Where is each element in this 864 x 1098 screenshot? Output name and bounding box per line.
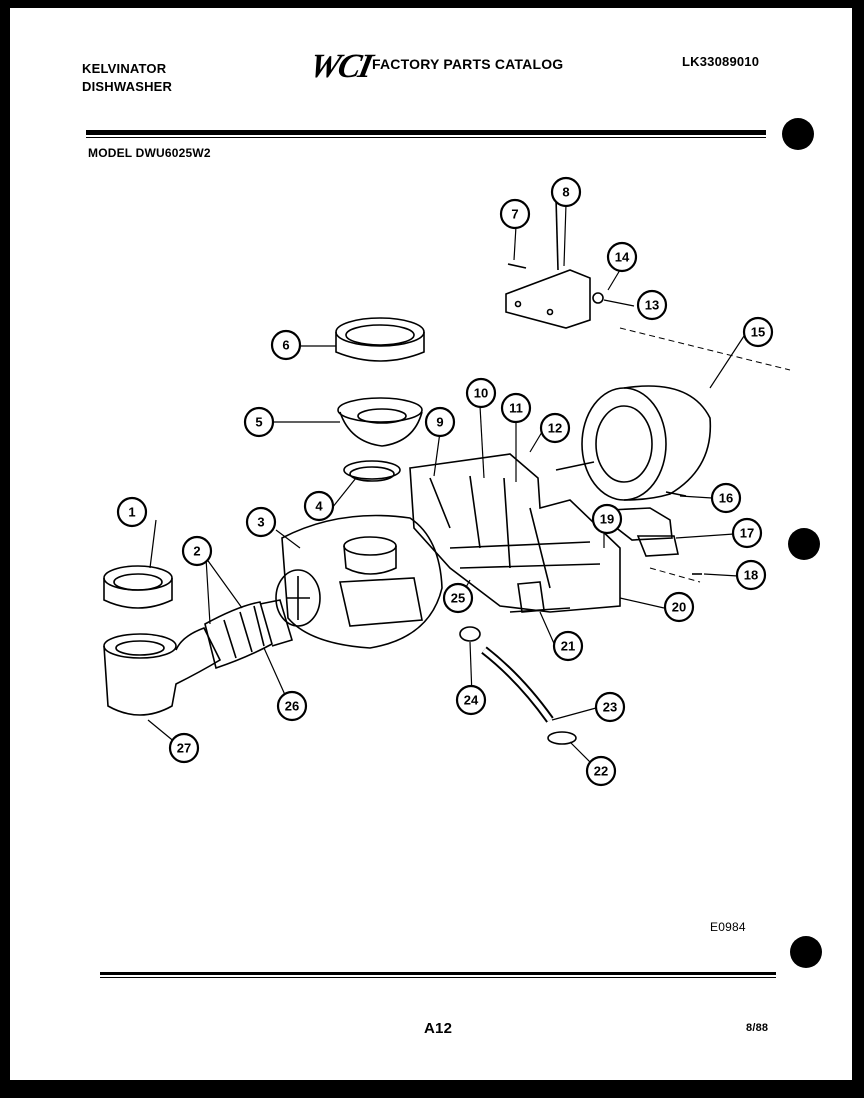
catalog-page: KELVINATOR DISHWASHER WCI FACTORY PARTS …	[10, 8, 852, 1080]
callout-9-label: 9	[436, 415, 443, 430]
callout-15: 15	[742, 316, 774, 348]
footer-rule-thin	[100, 977, 776, 978]
callout-8-label: 8	[562, 185, 569, 200]
callout-17: 17	[731, 517, 763, 549]
callout-4: 4	[303, 490, 335, 522]
callout-27-label: 27	[177, 741, 191, 756]
callout-18-label: 18	[744, 568, 758, 583]
callout-14: 14	[606, 241, 638, 273]
binder-hole-top	[782, 118, 814, 150]
callout-22-label: 22	[594, 764, 608, 779]
product-type: DISHWASHER	[82, 79, 173, 94]
callout-6-label: 6	[282, 338, 289, 353]
callout-25: 25	[442, 582, 474, 614]
guide-lines	[619, 327, 791, 583]
drawing-code: E0984	[710, 920, 746, 934]
binder-hole-bottom	[790, 936, 822, 968]
print-date: 8/88	[746, 1022, 769, 1034]
callout-19-label: 19	[600, 512, 614, 527]
header-rule-thin	[86, 137, 766, 138]
callout-14-label: 14	[615, 250, 630, 265]
callout-10: 10	[465, 377, 497, 409]
callout-16-label: 16	[719, 491, 733, 506]
callout-21-label: 21	[561, 639, 575, 654]
callout-11: 11	[500, 392, 532, 424]
callout-2: 2	[181, 535, 213, 567]
callout-16: 16	[710, 482, 742, 514]
callout-12-label: 12	[548, 421, 562, 436]
callout-20-label: 20	[672, 600, 686, 615]
callout-7-label: 7	[511, 207, 518, 222]
callout-4-label: 4	[315, 499, 323, 514]
callout-9: 9	[424, 406, 456, 438]
callout-8: 8	[550, 176, 582, 208]
callout-10-label: 10	[474, 386, 488, 401]
exploded-parts-diagram: 1 2 3 4 5 6 7 8 9 10 11 12 13 14 15 16 1…	[103, 176, 791, 787]
callout-18: 18	[735, 559, 767, 591]
leader-lines	[147, 203, 745, 773]
callout-5-label: 5	[255, 415, 262, 430]
callout-23: 23	[594, 691, 626, 723]
callout-22: 22	[585, 755, 617, 787]
callout-21: 21	[552, 630, 584, 662]
callout-7: 7	[499, 198, 531, 230]
callout-5: 5	[243, 406, 275, 438]
callout-3-label: 3	[257, 515, 264, 530]
callout-3: 3	[245, 506, 277, 538]
callout-1: 1	[116, 496, 148, 528]
brand-name: KELVINATOR	[82, 61, 167, 76]
callout-20: 20	[663, 591, 695, 623]
callout-19: 19	[591, 503, 623, 535]
callout-2-label: 2	[193, 544, 200, 559]
callout-24-label: 24	[464, 693, 479, 708]
page-number: A12	[424, 1020, 453, 1037]
part-drawings	[103, 197, 712, 745]
callout-group: 1 2 3 4 5 6 7 8 9 10 11 12 13 14 15 16 1…	[116, 176, 774, 787]
model-label: MODEL DWU6025W2	[88, 146, 211, 160]
catalog-title: FACTORY PARTS CATALOG	[372, 56, 564, 72]
header-rule	[86, 130, 766, 135]
callout-26: 26	[276, 690, 308, 722]
callout-13: 13	[636, 289, 668, 321]
callout-6: 6	[270, 329, 302, 361]
callout-25-label: 25	[451, 591, 465, 606]
callout-12: 12	[539, 412, 571, 444]
callout-1-label: 1	[128, 505, 135, 520]
callout-23-label: 23	[603, 700, 617, 715]
callout-13-label: 13	[645, 298, 659, 313]
footer-rule	[100, 972, 776, 975]
callout-26-label: 26	[285, 699, 299, 714]
catalog-number: LK33089010	[682, 54, 760, 69]
callout-15-label: 15	[751, 325, 765, 340]
callout-24: 24	[455, 684, 487, 716]
binder-hole-middle	[788, 528, 820, 560]
callout-27: 27	[168, 732, 200, 764]
callout-17-label: 17	[740, 526, 754, 541]
callout-11-label: 11	[509, 401, 523, 416]
